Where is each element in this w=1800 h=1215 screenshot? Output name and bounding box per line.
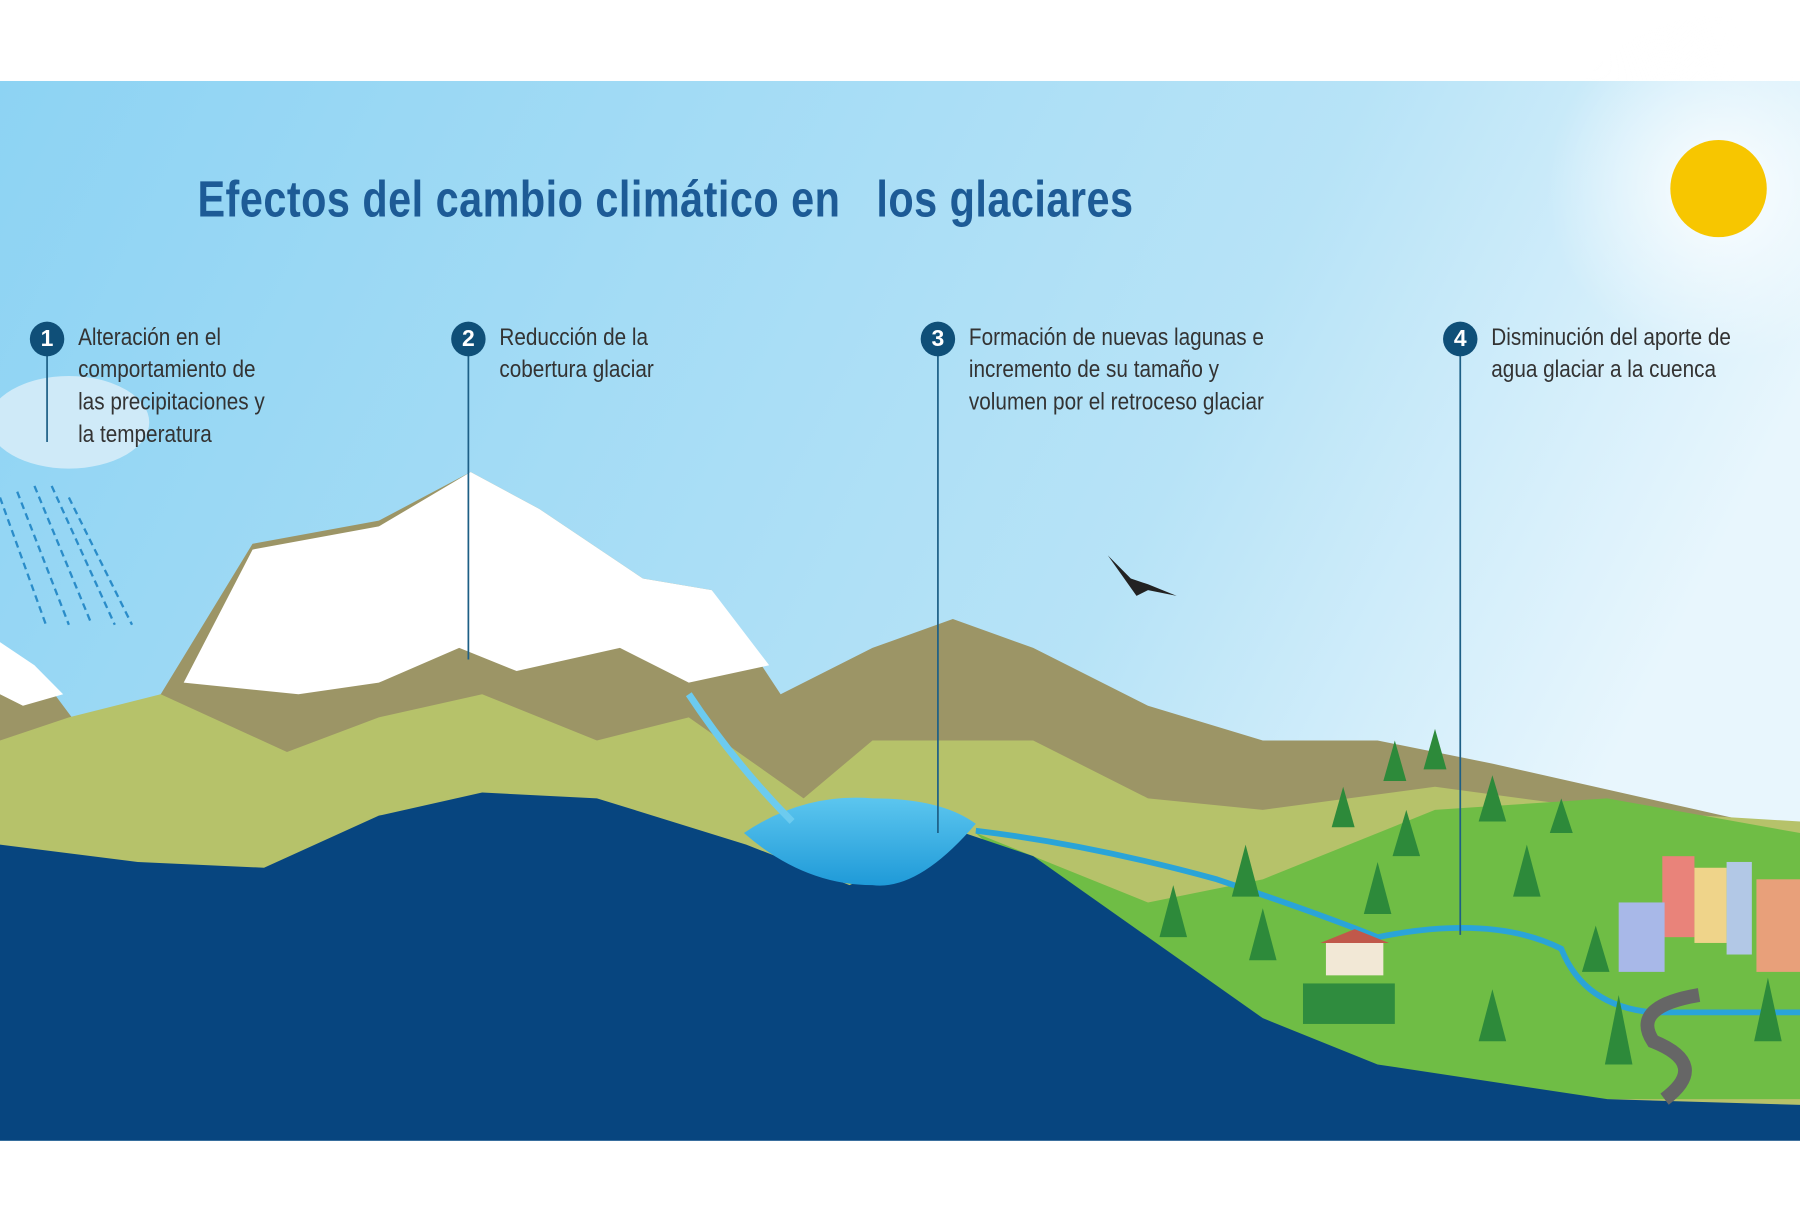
glacier-snow-left: [0, 642, 64, 706]
line: incremento de su tamaño y: [968, 356, 1220, 383]
line: agua glaciar a la cuenca: [1491, 356, 1717, 383]
ground-cross-section: [0, 792, 1800, 1141]
line: comportamiento de: [78, 356, 256, 383]
callout-3: 3 Formación de nuevas lagunas e incremen…: [920, 321, 1312, 419]
callout-2: 2 Reducción de la cobertura glaciar: [451, 321, 679, 387]
line: la temperatura: [78, 421, 212, 448]
page-title: Efectos del cambio climático en los glac…: [197, 171, 1134, 228]
line: Formación de nuevas lagunas e: [968, 323, 1264, 351]
town: [1320, 856, 1800, 976]
condor-icon: [1107, 555, 1177, 596]
glacier-snow: [183, 472, 770, 695]
step-marker-4: 4: [1443, 321, 1478, 357]
line: las precipitaciones y: [78, 388, 265, 416]
callout-text-1: Alteración en el comportamiento de las p…: [78, 322, 265, 452]
rain-icon: [0, 485, 134, 626]
line: volumen por el retroceso glaciar: [968, 388, 1264, 416]
callout-1: 1 Alteración en el comportamiento de las…: [29, 321, 295, 452]
glacial-lake: [743, 797, 976, 886]
line: Alteración en el: [78, 323, 221, 351]
meltwater-stream: [685, 692, 795, 824]
callout-text-3: Formación de nuevas lagunas e incremento…: [969, 322, 1264, 419]
callout-text-2: Reducción de la cobertura glaciar: [499, 322, 653, 387]
line: Disminución del aporte de: [1491, 323, 1731, 351]
cloud-icon: [0, 376, 150, 469]
leader-lines: [46, 347, 1462, 935]
callout-text-4: Disminución del aporte de agua glaciar a…: [1491, 322, 1731, 387]
callout-4: 4 Disminución del aporte de agua glaciar…: [1443, 321, 1770, 387]
step-marker-3: 3: [920, 321, 956, 357]
line: Reducción de la: [499, 323, 649, 351]
forest: [1159, 728, 1782, 1065]
road: [1640, 988, 1701, 1105]
step-marker-1: 1: [29, 321, 65, 357]
crop-field: [1302, 983, 1395, 1024]
line: cobertura glaciar: [499, 356, 654, 383]
step-marker-2: 2: [451, 321, 486, 357]
river: [975, 827, 1800, 1016]
sun-icon: [1670, 139, 1767, 238]
